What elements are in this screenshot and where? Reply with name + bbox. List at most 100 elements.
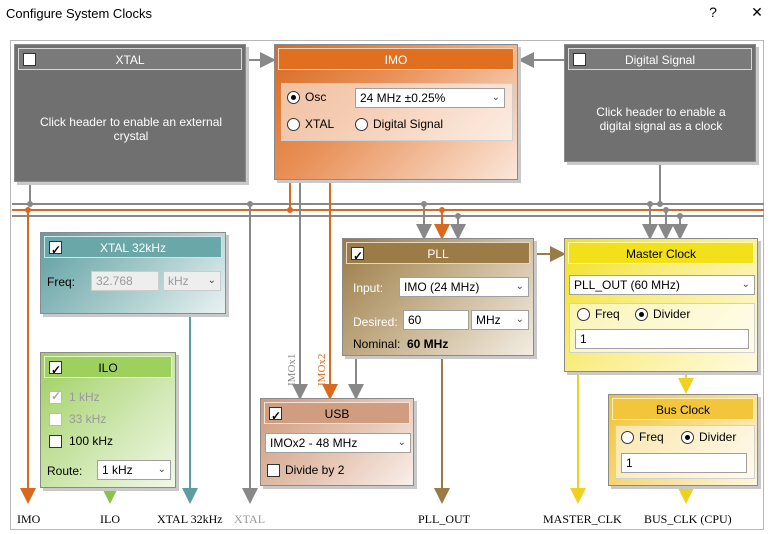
output-master-clk: MASTER_CLK <box>543 512 622 526</box>
bus-clock-divider-radio[interactable] <box>681 431 694 444</box>
ilo-1khz-label: 1 kHz <box>69 390 100 404</box>
chevron-down-icon: ⌄ <box>741 279 750 290</box>
digital-signal-hint: Click header to enable a digital signal … <box>596 105 726 133</box>
pll-input-label: Input: <box>353 281 384 295</box>
digital-signal-header[interactable]: Digital Signal <box>568 48 752 70</box>
ilo-33khz-checkbox[interactable] <box>49 413 62 426</box>
imo-xtal-radio[interactable] <box>287 118 300 131</box>
ilo-100khz-checkbox[interactable] <box>49 435 62 448</box>
ilo-33khz-label: 33 kHz <box>69 412 107 426</box>
digital-signal-enable-checkbox[interactable] <box>573 53 586 66</box>
ilo-route-label: Route: <box>47 464 83 478</box>
bus-clock-header[interactable]: Bus Clock <box>612 398 754 420</box>
chevron-down-icon: ⌄ <box>157 464 166 475</box>
imo-frequency-value: 24 MHz ±0.25% <box>360 91 446 105</box>
xtal-hint: Click header to enable an external cryst… <box>39 115 223 143</box>
xtal32khz-unit-select[interactable]: kHz ⌄ <box>163 271 221 291</box>
ilo-panel: ILO 1 kHz 33 kHz 100 kHz Route: 1 kHz ⌄ <box>40 352 176 488</box>
master-clock-source-select[interactable]: PLL_OUT (60 MHz) ⌄ <box>569 275 755 295</box>
master-clock-panel: Master Clock PLL_OUT (60 MHz) ⌄ Freq Divi… <box>564 238 758 372</box>
xtal32khz-panel: XTAL 32kHz Freq: 32.768 kHz ⌄ <box>40 232 226 314</box>
imo-digital-signal-radio[interactable] <box>355 118 368 131</box>
xtal32khz-header-label: XTAL 32kHz <box>99 241 167 255</box>
imox2-wire-label: IMOx2 <box>316 353 328 386</box>
master-clock-freq-label: Freq <box>595 307 620 321</box>
pll-desired-label: Desired: <box>353 315 398 329</box>
pll-desired-input[interactable]: 60 <box>403 310 469 330</box>
master-clock-divider-label: Divider <box>653 307 691 321</box>
pll-desired-unit-select[interactable]: MHz ⌄ <box>471 310 529 330</box>
imo-osc-label: Osc <box>305 90 327 104</box>
bus-clock-panel: Bus Clock Freq Divider 1 <box>608 394 758 486</box>
master-clock-header-label: Master Clock <box>625 247 696 261</box>
imo-osc-radio[interactable] <box>287 91 300 104</box>
ilo-header[interactable]: ILO <box>44 356 172 381</box>
ilo-enable-checkbox[interactable] <box>49 359 62 381</box>
xtal-enable-checkbox[interactable] <box>23 53 36 66</box>
output-imo: IMO <box>17 512 41 526</box>
xtal-panel: XTAL Click header to enable an external … <box>14 44 246 182</box>
window-title: Configure System Clocks <box>6 6 152 21</box>
pll-nominal-label: Nominal: <box>353 337 401 351</box>
xtal32khz-freq-label: Freq: <box>47 275 76 289</box>
pll-input-value: IMO (24 MHz) <box>404 280 480 294</box>
chevron-down-icon: ⌄ <box>491 92 500 103</box>
output-xtal32khz: XTAL 32kHz <box>157 512 223 526</box>
usb-divide-by-2-label: Divide by 2 <box>285 463 345 477</box>
output-bus-clk: BUS_CLK (CPU) <box>644 512 732 526</box>
xtal32khz-enable-checkbox[interactable] <box>49 239 62 261</box>
imo-header[interactable]: IMO <box>278 48 514 70</box>
output-pll-out: PLL_OUT <box>418 512 470 526</box>
master-clock-divider-input[interactable]: 1 <box>575 329 749 349</box>
usb-enable-checkbox[interactable] <box>269 405 282 427</box>
master-clock-freq-radio[interactable] <box>577 308 590 321</box>
digital-signal-header-label: Digital Signal <box>624 53 696 67</box>
xtal-header-label: XTAL <box>115 53 145 67</box>
pll-desired-unit-value: MHz <box>476 313 501 327</box>
ilo-1khz-checkbox[interactable] <box>49 389 62 404</box>
master-clock-divider-radio[interactable] <box>635 308 648 321</box>
chevron-down-icon: ⌄ <box>515 314 524 325</box>
pll-panel: PLL Input: IMO (24 MHz) ⌄ Desired: 60 MHz… <box>342 238 534 356</box>
bus-clock-divider-input[interactable]: 1 <box>621 453 747 473</box>
master-clock-source-value: PLL_OUT (60 MHz) <box>574 278 680 292</box>
imox1-wire-label: IMOx1 <box>286 353 298 386</box>
pll-header-label: PLL <box>427 247 449 261</box>
ilo-100khz-label: 100 kHz <box>69 434 114 448</box>
output-ilo: ILO <box>100 512 120 526</box>
pll-header[interactable]: PLL <box>346 242 530 267</box>
chevron-down-icon: ⌄ <box>207 275 216 286</box>
imo-frequency-select[interactable]: 24 MHz ±0.25% ⌄ <box>355 88 505 108</box>
bus-clock-header-label: Bus Clock <box>655 403 711 417</box>
bus-clock-freq-label: Freq <box>639 430 664 444</box>
xtal32khz-header[interactable]: XTAL 32kHz <box>44 236 222 261</box>
ilo-route-select[interactable]: 1 kHz ⌄ <box>97 460 171 480</box>
usb-source-value: IMOx2 - 48 MHz <box>270 436 358 450</box>
chevron-down-icon: ⌄ <box>397 437 406 448</box>
imo-panel: IMO Osc 24 MHz ±0.25% ⌄ XTAL Digital Sign… <box>274 44 518 180</box>
ilo-route-value: 1 kHz <box>102 463 133 477</box>
ilo-header-label: ILO <box>98 361 118 375</box>
pll-input-select[interactable]: IMO (24 MHz) ⌄ <box>399 277 529 297</box>
usb-header[interactable]: USB <box>264 402 410 427</box>
chevron-down-icon: ⌄ <box>515 281 524 292</box>
close-button[interactable]: ✕ <box>751 4 763 20</box>
imo-header-label: IMO <box>384 53 408 67</box>
output-xtal: XTAL <box>234 512 266 526</box>
usb-header-label: USB <box>324 407 350 421</box>
master-clock-header[interactable]: Master Clock <box>568 242 754 264</box>
bus-clock-divider-label: Divider <box>699 430 737 444</box>
imo-xtal-label: XTAL <box>305 117 335 131</box>
pll-enable-checkbox[interactable] <box>351 245 364 267</box>
xtal32khz-unit-value: kHz <box>168 274 189 288</box>
help-button[interactable]: ? <box>709 4 717 20</box>
imo-digital-signal-label: Digital Signal <box>373 117 444 131</box>
usb-panel: USB IMOx2 - 48 MHz ⌄ Divide by 2 <box>260 398 414 486</box>
xtal-header[interactable]: XTAL <box>18 48 242 70</box>
digital-signal-panel: Digital Signal Click header to enable a … <box>564 44 756 162</box>
title-bar: Configure System Clocks ? ✕ <box>0 0 772 28</box>
bus-clock-freq-radio[interactable] <box>621 431 634 444</box>
usb-divide-by-2-checkbox[interactable] <box>267 464 280 477</box>
usb-source-select[interactable]: IMOx2 - 48 MHz ⌄ <box>265 433 411 453</box>
xtal32khz-freq-input[interactable]: 32.768 <box>91 271 159 291</box>
